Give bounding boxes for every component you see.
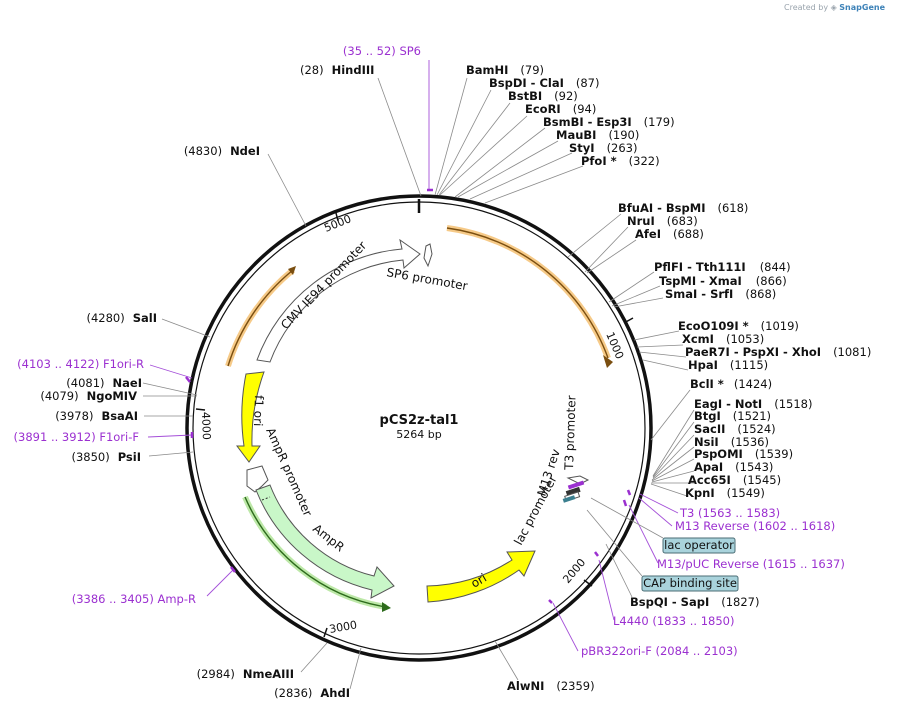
ori-arrow — [426, 550, 536, 603]
site-label: (4830)NdeI — [184, 144, 260, 158]
f1-ori-label: f1 ori — [251, 395, 266, 427]
site-label: BtgI(1521) — [694, 409, 771, 423]
primer-label: M13/pUC Reverse (1615 .. 1637) — [657, 557, 845, 571]
mcs-cluster — [562, 475, 590, 503]
tick-marks — [195, 212, 634, 638]
site-label: AlwNI(2359) — [507, 679, 595, 693]
site-label: XcmI(1053) — [682, 332, 764, 346]
tick-label-3000: 3000 — [328, 618, 358, 636]
site-label: EcoO109I *(1019) — [678, 319, 799, 333]
orange-feature-right — [446, 225, 613, 368]
primer-label: T3 (1563 .. 1583) — [679, 506, 780, 520]
f1-ori-arrow — [236, 371, 265, 463]
site-label: SacII(1524) — [694, 422, 776, 436]
primer-label: M13 Reverse (1602 .. 1618) — [675, 519, 835, 533]
orange-feature-left — [225, 266, 296, 367]
ampr-arc-feature — [242, 495, 391, 612]
primer-label: (3386 .. 3405) Amp-R — [72, 592, 196, 606]
site-label: EagI - NotI(1518) — [694, 397, 812, 411]
primer-label: (3891 .. 3912) F1ori-F — [14, 430, 139, 444]
tick-2000 — [583, 579, 593, 587]
primer-markers — [185, 188, 632, 604]
site-label: KpnI(1549) — [685, 486, 765, 500]
cap-binding-site-box: CAP binding site — [586, 509, 739, 592]
primer-label: L4440 (1833 .. 1850) — [613, 614, 734, 628]
sp6-promoter-label: SP6 promoter — [385, 265, 468, 293]
ampr-promoter-arrow — [246, 465, 269, 493]
site-label: (4079)NgoMIV — [40, 389, 137, 403]
site-label: PflFI - Tth111I(844) — [654, 260, 791, 274]
site-label: (3978)BsaAI — [55, 409, 138, 423]
site-labels: (28)HindIII BamHI(79) BspDI - ClaI(87) B… — [40, 63, 871, 700]
cmv-promoter-arrow — [256, 238, 421, 363]
site-label: BfuAI - BspMI(618) — [618, 201, 748, 215]
site-label: BspQI - SapI(1827) — [630, 595, 759, 609]
primer-labels: (35 .. 52) SP6 T3 (1563 .. 1583) M13 Rev… — [14, 44, 845, 658]
site-label: ApaI(1543) — [694, 460, 773, 474]
lac-operator-box: lac operator — [590, 497, 736, 554]
lac-promoter-label: lac promoter — [511, 473, 559, 547]
site-leaders — [142, 77, 695, 690]
site-label: NsiI(1536) — [694, 435, 769, 449]
tick-5000 — [335, 212, 339, 222]
site-label: (4280)SalI — [86, 311, 157, 325]
primer-leaders — [147, 60, 679, 652]
site-label: AfeI(688) — [635, 227, 704, 241]
site-label: HpaI(1115) — [688, 358, 768, 372]
primer-label: (35 .. 52) SP6 — [343, 44, 421, 58]
site-label: BclI *(1424) — [690, 377, 772, 391]
credit-brand: SnapGene — [839, 3, 885, 12]
cmv-promoter-label: CMV IE94 promoter — [278, 238, 369, 332]
ampr-arrow — [255, 484, 395, 599]
lac-operator-label: lac operator — [664, 538, 734, 552]
site-label: StyI(263) — [569, 141, 638, 155]
site-label: NruI(683) — [627, 214, 698, 228]
site-label: (3850)PsiI — [71, 450, 141, 464]
sp6-promoter-arrow — [423, 243, 433, 268]
site-label: (4081)NaeI — [66, 376, 142, 390]
primer-label: (4103 .. 4122) F1ori-R — [17, 357, 144, 371]
t3-promoter-label: T3 promoter — [562, 395, 579, 471]
site-label: MauBI(190) — [556, 128, 639, 142]
cap-binding-site-label: CAP binding site — [643, 576, 737, 590]
site-label: PaeR7I - PspXI - XhoI(1081) — [685, 345, 871, 359]
site-label-nmeaiii: (2984)NmeAIII — [197, 667, 294, 681]
snapgene-logo-icon: ◈ — [830, 3, 837, 12]
site-label: PfoI *(322) — [581, 154, 660, 168]
site-label: BspDI - ClaI(87) — [489, 76, 599, 90]
ori-label: ori — [469, 571, 490, 591]
site-label: EcoRI(94) — [525, 102, 596, 116]
site-label: BstBI(92) — [508, 89, 578, 103]
site-label: (28)HindIII — [300, 63, 374, 77]
site-label: BsmBI - Esp3I(179) — [543, 115, 675, 129]
site-label: BamHI(79) — [466, 63, 544, 77]
tick-3000 — [323, 627, 328, 638]
site-label: (2836)AhdI — [274, 686, 350, 700]
tick-label-4000: 4000 — [199, 412, 213, 440]
primer-label: pBR322ori-F (2084 .. 2103) — [581, 644, 738, 658]
credit-prefix: Created by — [784, 3, 829, 12]
site-label: TspMI - XmaI(866) — [659, 274, 787, 288]
site-label: Acc65I(1545) — [688, 473, 781, 487]
tick-1000 — [623, 317, 634, 324]
site-label: PspOMI(1539) — [694, 447, 793, 461]
plasmid-length: 5264 bp — [396, 428, 441, 441]
m13-rev-label: M13 rev — [535, 447, 563, 498]
snapgene-credit: Created by ◈ SnapGene — [784, 3, 885, 12]
tick-4000 — [195, 408, 206, 411]
site-label: SmaI - SrfI(868) — [665, 287, 776, 301]
plasmid-name: pCS2z-tal1 — [380, 413, 459, 428]
